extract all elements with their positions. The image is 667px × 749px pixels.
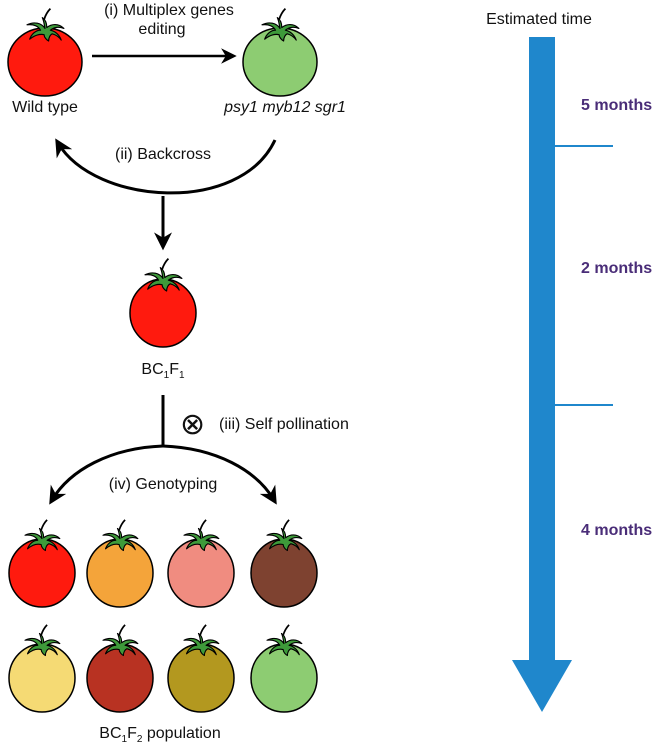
fruit-row-1 [8, 519, 318, 608]
arrow-genotyping-right [162, 444, 277, 505]
fruit-f2-5 [8, 624, 76, 713]
timeline-title: Estimated time [486, 11, 592, 28]
fruit-f2-1 [8, 519, 76, 608]
timeline-arrow-head [512, 660, 572, 712]
fruit-f2-7 [167, 624, 235, 713]
fruit-f2-3 [167, 519, 235, 608]
fruit-f2-6 [86, 624, 154, 713]
label-wild-type: Wild type [12, 99, 78, 116]
label-mutant: psy1 myb12 sgr1 [224, 99, 346, 116]
label-step4: (iv) Genotyping [108, 476, 218, 493]
self-pollination-icon: ⊗ [180, 408, 206, 441]
fruit-bc1f1-body [129, 278, 197, 348]
fruit-row-2 [8, 624, 318, 713]
fruit-f2-4 [250, 519, 318, 608]
fruit-f2-2 [86, 519, 154, 608]
label-step1-line2: editing [138, 21, 186, 38]
duration-2: 2 months [581, 260, 653, 277]
label-step2: (ii) Backcross [114, 146, 212, 163]
duration-1: 5 months [581, 97, 653, 114]
fruit-wild-type [7, 7, 83, 97]
fruit-mutant [242, 7, 318, 97]
fruit-bc1f1 [129, 257, 197, 348]
label-step1-line1: (i) Multiplex genes [104, 2, 234, 19]
fruit-f2-8 [250, 624, 318, 713]
arrow-backcross [55, 138, 277, 195]
label-step3: (iii) Self pollination [219, 416, 349, 433]
label-bc1f2-population: BC1F2 population [99, 725, 221, 745]
timeline-arrow-shaft [529, 37, 555, 662]
arrow-genotyping-left [49, 444, 164, 505]
duration-3: 4 months [581, 522, 653, 539]
label-bc1f1: BC1F1 [141, 361, 185, 381]
